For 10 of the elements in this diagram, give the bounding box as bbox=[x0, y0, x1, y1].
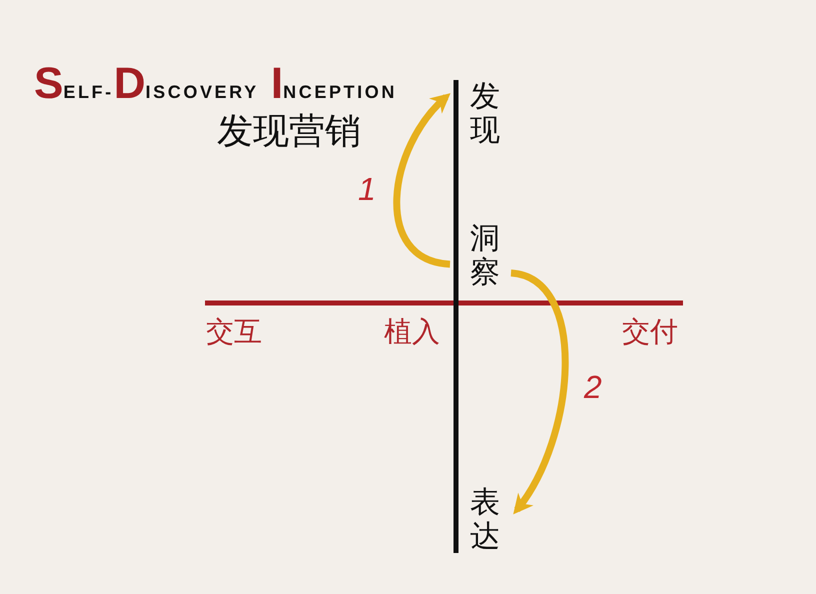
axis-label: 植入 bbox=[384, 316, 440, 348]
axis-label: 交互 bbox=[206, 316, 262, 348]
node-text: 发现 bbox=[470, 80, 501, 148]
curved-arrow bbox=[510, 270, 569, 515]
subtitle: 发现营销 bbox=[217, 110, 361, 151]
axis-label: 交付 bbox=[622, 316, 678, 348]
title: SELF-DISCOVERY INCEPTION bbox=[34, 64, 397, 110]
curved-arrow bbox=[393, 92, 451, 268]
node-text: 洞察 bbox=[470, 222, 501, 290]
node-text: 表达 bbox=[470, 486, 501, 554]
